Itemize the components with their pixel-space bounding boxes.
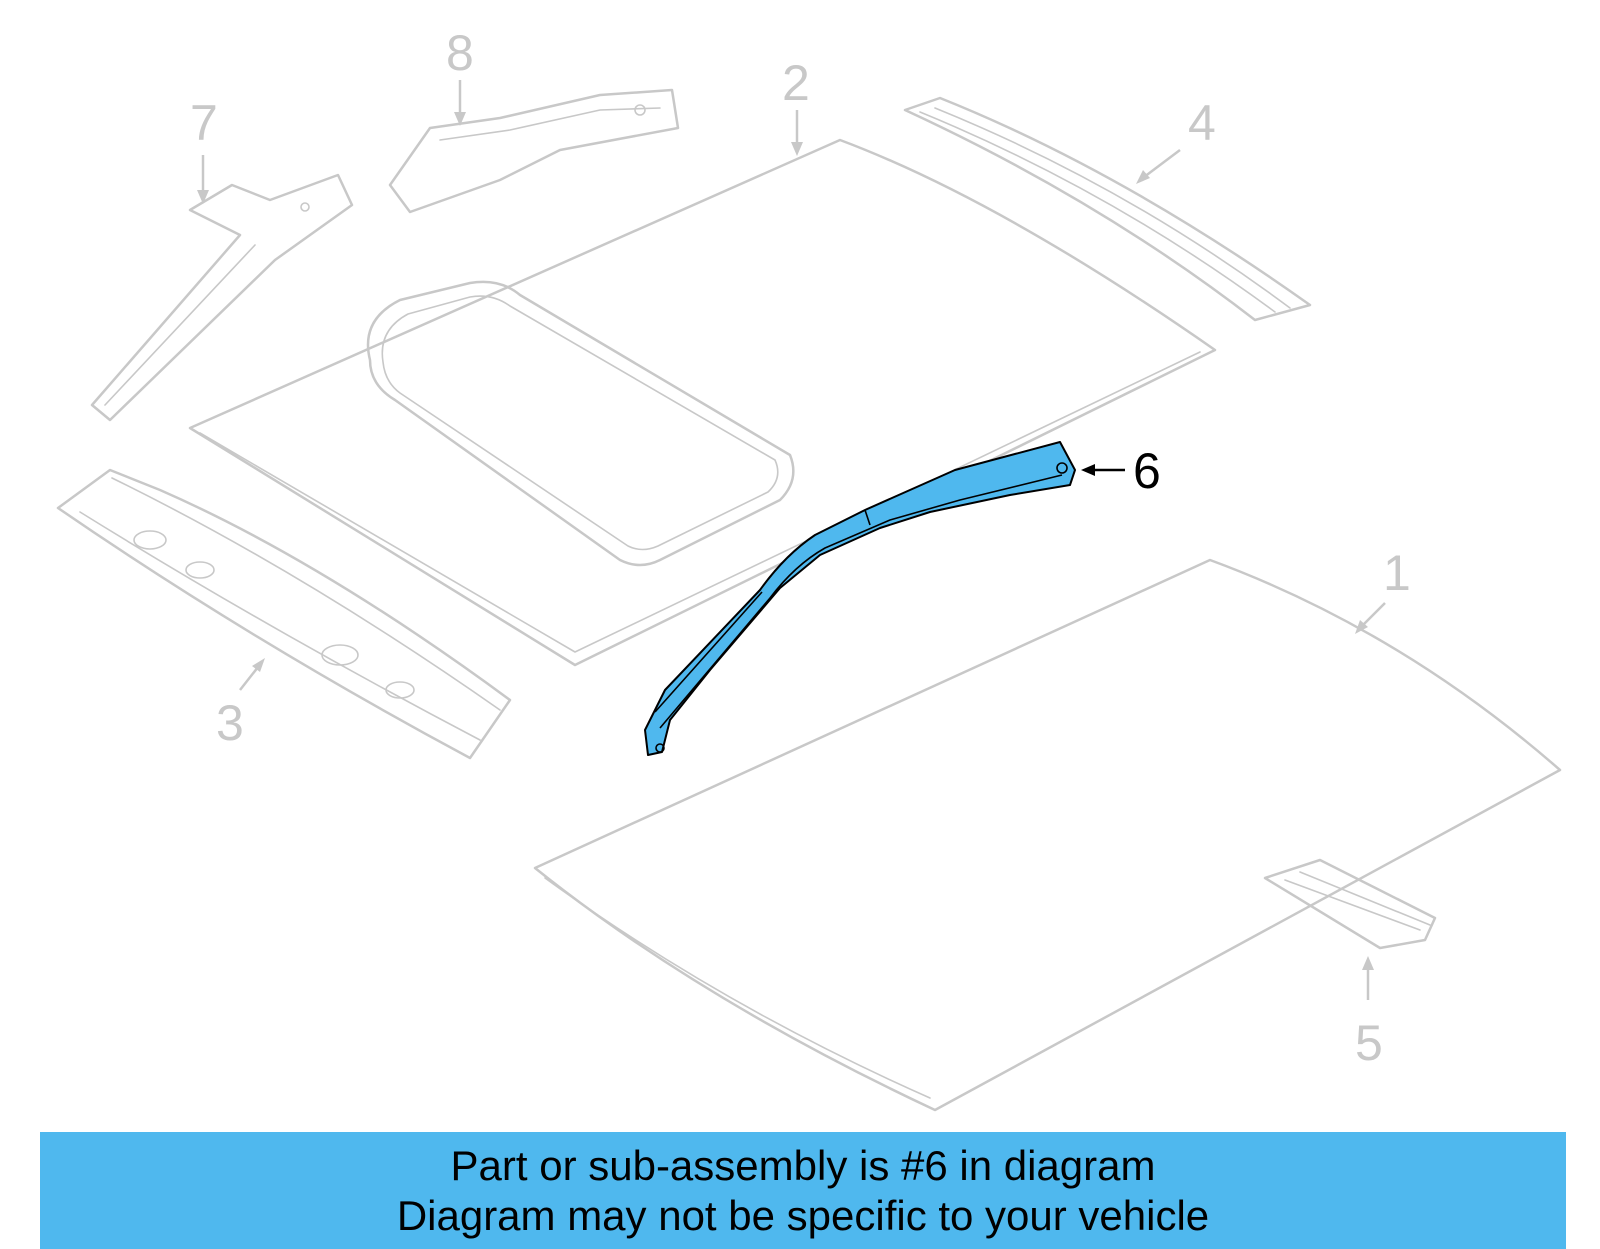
part-6-highlighted-rail bbox=[644, 441, 1076, 756]
part-1-roof-outer bbox=[533, 558, 1562, 1112]
part-3-front-header bbox=[56, 468, 512, 760]
part-5-side-rail bbox=[1263, 858, 1437, 950]
info-banner: Part or sub-assembly is #6 in diagram Di… bbox=[40, 1132, 1566, 1249]
arrowhead-2 bbox=[791, 142, 803, 156]
arrowhead-8 bbox=[454, 112, 466, 126]
arrowhead-5 bbox=[1362, 956, 1374, 970]
callout-6: 6 bbox=[1133, 443, 1161, 499]
part-4-rear-rail bbox=[903, 96, 1312, 322]
parts-diagram: 1 2 3 4 5 6 7 8 bbox=[56, 25, 1562, 1112]
arrowhead-6 bbox=[1081, 464, 1095, 476]
callout-1: 1 bbox=[1383, 545, 1411, 601]
part-8-bracket bbox=[388, 88, 680, 214]
callout-2: 2 bbox=[782, 55, 810, 111]
part-7-pillar bbox=[90, 173, 354, 422]
callout-7: 7 bbox=[190, 95, 218, 151]
callout-4: 4 bbox=[1188, 95, 1216, 151]
arrowhead-7 bbox=[197, 190, 209, 204]
banner-line-disclaimer: Diagram may not be specific to your vehi… bbox=[396, 1191, 1210, 1239]
banner-line-part: Part or sub-assembly is #6 in diagram bbox=[450, 1141, 1156, 1189]
callout-8: 8 bbox=[446, 25, 474, 81]
callout-5: 5 bbox=[1355, 1015, 1383, 1071]
arrowhead-1 bbox=[1355, 620, 1368, 634]
callout-3: 3 bbox=[216, 695, 244, 751]
arrowhead-3 bbox=[252, 658, 265, 672]
part-2-roof-panel bbox=[188, 138, 1217, 667]
arrowhead-4 bbox=[1136, 170, 1150, 184]
